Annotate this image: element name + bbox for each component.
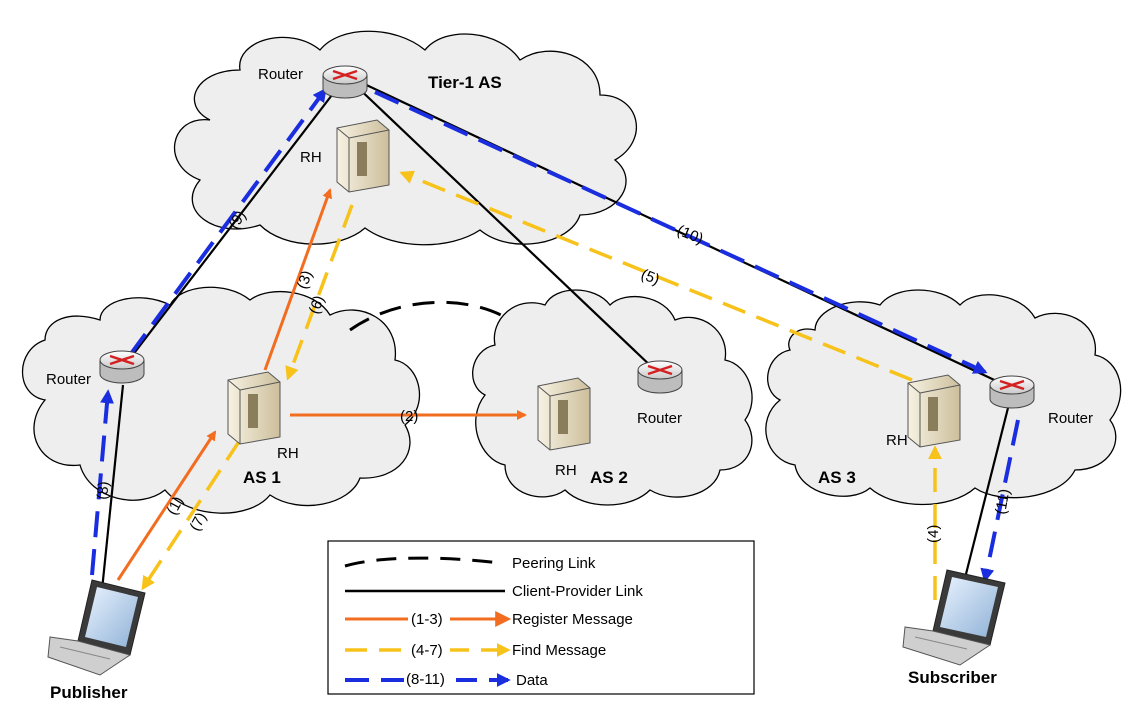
legend-peering-sample — [344, 556, 501, 568]
legend-data-tag: (8-11) — [406, 671, 445, 688]
rh-label-as2: RH — [555, 462, 577, 479]
legend-register-tag: (1-3) — [411, 611, 443, 628]
legend-peering-label: Peering Link — [512, 555, 596, 572]
step-label-11: (11) — [992, 488, 1013, 516]
router-label-as1: Router — [46, 371, 91, 388]
link-as3-subscriber — [963, 399, 1012, 579]
router-label-as3: Router — [1048, 410, 1093, 427]
rh-label-as3: RH — [886, 432, 908, 449]
step-label-8: (8) — [94, 481, 113, 501]
as1-label: AS 1 — [243, 468, 281, 487]
as2-label: AS 2 — [590, 468, 628, 487]
publisher-label: Publisher — [50, 683, 128, 702]
link-as1-publisher — [100, 384, 125, 591]
register-3 — [263, 188, 332, 371]
cloud-as2 — [472, 289, 753, 506]
router-label-as2: Router — [637, 410, 682, 427]
find-6 — [285, 204, 354, 381]
as3-label: AS 3 — [818, 468, 856, 487]
server-icon — [227, 371, 281, 445]
step-label-2: (2) — [400, 408, 418, 425]
step-label-1: (1) — [164, 494, 188, 518]
router-icon — [989, 375, 1035, 409]
legend-client-provider-label: Client-Provider Link — [512, 583, 643, 600]
step-label-6: (6) — [306, 293, 328, 316]
router-label-tier1: Router — [258, 66, 303, 83]
subscriber-label: Subscriber — [908, 668, 997, 687]
server-icon — [336, 119, 390, 193]
legend-register-label: Register Message — [512, 611, 633, 628]
step-label-5: (5) — [639, 266, 662, 289]
legend: Peering Link Client-Provider Link (1-3) … — [327, 540, 755, 695]
step-label-4: (4) — [925, 525, 942, 543]
step-label-10: (10) — [675, 222, 706, 248]
tier1-as-label: Tier-1 AS — [428, 73, 502, 92]
rh-label-as1: RH — [277, 445, 299, 462]
find-5 — [399, 170, 913, 382]
data-9 — [128, 87, 327, 357]
step-label-7: (7) — [187, 510, 211, 534]
peering-link — [349, 300, 511, 332]
find-7 — [141, 439, 242, 591]
link-tier1-as1 — [124, 77, 346, 366]
legend-find-label: Find Message — [512, 642, 606, 659]
register-1 — [116, 430, 217, 581]
legend-find-tag: (4-7) — [411, 642, 443, 659]
cloud-as1 — [22, 286, 421, 514]
router-icon — [322, 65, 368, 99]
cloud-tier1 — [173, 30, 638, 246]
rh-label-tier1: RH — [300, 149, 322, 166]
link-tier1-as2 — [351, 81, 656, 371]
data-11 — [980, 419, 1020, 583]
laptop-icon — [902, 569, 1006, 666]
server-icon — [537, 377, 591, 451]
laptop-icon — [47, 579, 146, 676]
router-icon — [99, 350, 145, 384]
server-icon — [907, 374, 961, 448]
step-label-3: (3) — [294, 268, 316, 291]
router-icon — [637, 360, 683, 394]
data-8 — [90, 389, 114, 576]
legend-data-label: Data — [516, 672, 548, 689]
